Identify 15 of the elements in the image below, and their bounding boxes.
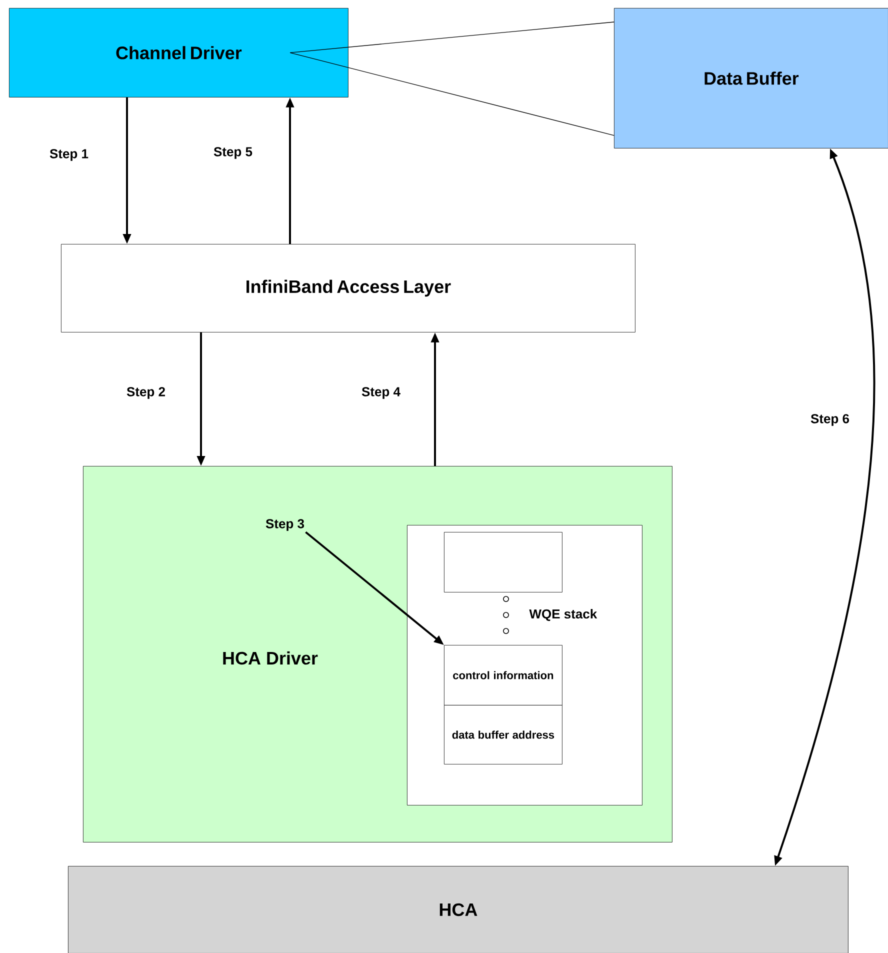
hca-box: HCA (68, 866, 848, 953)
queue-entry-box: data buffer address (444, 705, 562, 764)
edge-label: Step 5 (214, 147, 252, 159)
queue-entry-box (444, 532, 562, 592)
layer-box: InfiniBand Access Layer (61, 244, 636, 332)
driver-box: Channel Driver (9, 8, 348, 98)
zoom-lines (290, 22, 614, 136)
buffer-box: Data Buffer (614, 8, 888, 148)
edge-label: Step 1 (50, 149, 88, 161)
edge-label: Step 4 (362, 387, 400, 399)
queue-entry-box: control information (444, 645, 562, 706)
edge-label: Step 6 (810, 414, 850, 426)
stack-label: WQE stack (529, 609, 598, 621)
edge-label: Step 2 (126, 387, 165, 399)
step-label: Step 3 (266, 519, 304, 531)
